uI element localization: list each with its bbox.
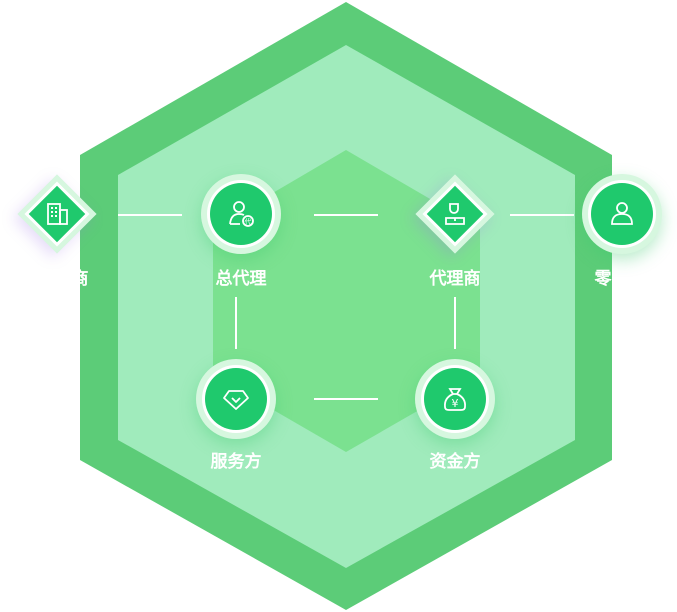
node-service-provider[interactable] (196, 359, 276, 439)
node-general-agent[interactable]: 代 (201, 174, 281, 254)
connector-line (314, 398, 378, 400)
building-icon (47, 203, 68, 225)
agent-user-icon: 代 (229, 201, 254, 227)
business-person-icon (445, 203, 465, 225)
node-label: 代理商 (429, 269, 481, 289)
svg-text:¥: ¥ (452, 397, 459, 410)
node-agent[interactable] (415, 174, 495, 254)
node-label: 商 (71, 269, 89, 289)
money-bag-icon: ¥ (444, 388, 466, 411)
inner-hexagon (213, 150, 480, 452)
node-fund-provider[interactable]: ¥ (415, 359, 495, 439)
node-supplier[interactable] (17, 174, 97, 254)
connector-line (118, 214, 182, 216)
svg-text:代: 代 (245, 217, 252, 226)
node-label: 资金方 (429, 452, 481, 472)
user-icon (611, 202, 633, 225)
node-retailer[interactable] (582, 174, 662, 254)
connector-line (235, 297, 237, 349)
connector-line (510, 214, 574, 216)
connector-line (454, 297, 456, 349)
node-label: 服务方 (210, 452, 262, 472)
node-label: 总代理 (215, 269, 267, 289)
node-label: 零 (594, 269, 612, 289)
connector-line (314, 214, 378, 216)
diamond-check-icon (223, 390, 249, 410)
